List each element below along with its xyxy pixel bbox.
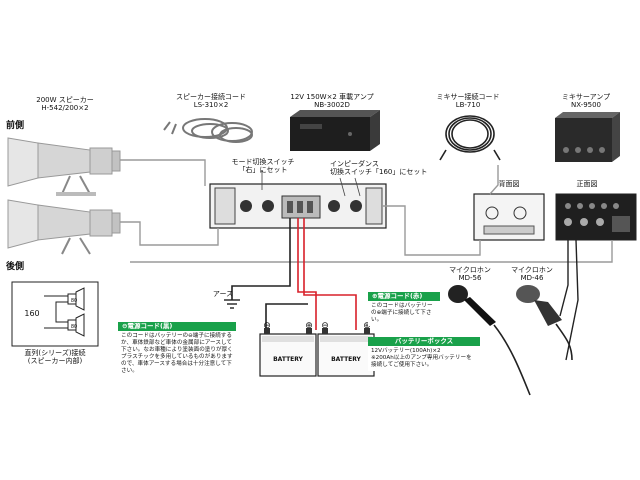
battery-text-1: BATTERY bbox=[273, 356, 303, 363]
amplifier-icon bbox=[290, 110, 380, 151]
battery-spec-line3: 接続してご使用下さい。 bbox=[371, 362, 433, 368]
battery-box-title: バッテリーボックス bbox=[368, 337, 480, 346]
mixer-cord-icon bbox=[439, 115, 501, 161]
battery1-plus: ⊕ bbox=[305, 321, 313, 331]
mixer-label: ミキサーアンプ NX-9500 bbox=[548, 93, 624, 109]
coil-value-1: 80 bbox=[70, 298, 78, 304]
amp-label-line1: 12V 150W×2 車載アンプ bbox=[290, 93, 374, 101]
rear-speaker-icon bbox=[7, 199, 121, 255]
impedance-switch-line2: 切換スイッチ「160」にセット bbox=[330, 168, 428, 176]
impedance-switch-label: インピーダンス 切換スイッチ「160」にセット bbox=[330, 160, 440, 176]
impedance-switch-line1: インピーダンス bbox=[330, 160, 379, 168]
speaker-label-line1: 200W スピーカー bbox=[36, 96, 94, 104]
mixer-cord-label-line2: LB-710 bbox=[455, 101, 481, 109]
callout-lines bbox=[261, 170, 361, 197]
mixer-icon bbox=[555, 112, 620, 162]
mode-switch-line2: 「右」にセット bbox=[238, 166, 288, 174]
battery-spec: 12Vバッテリー(100Ah)×2 ※200Ah以上のアンプ専用バッテリーを 接… bbox=[368, 346, 480, 371]
positive-cord-body: このコードはバッテリーの⊕端子に接続して下さい。 bbox=[371, 303, 433, 323]
speaker-label-line2: H-542/200×2 bbox=[41, 104, 89, 112]
mixer-label-line2: NX-9500 bbox=[570, 101, 602, 109]
battery-text-2: BATTERY bbox=[331, 356, 361, 363]
earth-label: アース bbox=[212, 290, 234, 298]
mic2-label: マイクロホン MD-46 bbox=[506, 266, 558, 282]
series-caption: 直列(シリーズ)接続 (スピーカー内部) bbox=[10, 349, 100, 365]
mic1-label-line2: MD-56 bbox=[458, 274, 482, 282]
speaker-cord-label-line2: LS-310×2 bbox=[193, 101, 229, 109]
negative-cord-body: このコードはバッテリーの⊖端子に接続するか、車体鉄部など車体の金属部にアースして… bbox=[121, 333, 233, 374]
mode-switch-line1: モード切換スイッチ bbox=[231, 158, 295, 166]
battery-spec-line1: 12Vバッテリー(100Ah)×2 bbox=[371, 348, 441, 354]
mixer-label-line1: ミキサーアンプ bbox=[561, 93, 611, 101]
mixer-cord-label: ミキサー接続コード LB-710 bbox=[428, 93, 508, 109]
negative-cord-title: ⊖電源コード(黒) bbox=[118, 322, 236, 331]
amp-label: 12V 150W×2 車載アンプ NB-3002D bbox=[282, 93, 382, 109]
mic-md46-icon bbox=[516, 285, 573, 361]
mixer-front-panel bbox=[555, 193, 637, 241]
battery-box-note: バッテリーボックス 12Vバッテリー(100Ah)×2 ※200Ah以上のアンプ… bbox=[368, 337, 480, 371]
positive-cord-title: ⊕電源コード(赤) bbox=[368, 292, 440, 301]
front-speaker-icon bbox=[7, 137, 121, 196]
battery-icon-1 bbox=[259, 328, 317, 377]
amp-rear-panel bbox=[209, 183, 387, 229]
mixer-cord-label-line1: ミキサー接続コード bbox=[436, 93, 500, 101]
earth-icon bbox=[224, 299, 240, 309]
speaker-cord-icon bbox=[163, 118, 253, 143]
mixer-back-panel bbox=[473, 193, 545, 241]
negative-cord-note: ⊖電源コード(黒) このコードはバッテリーの⊖端子に接続するか、車体鉄部など車体… bbox=[118, 322, 236, 377]
mode-switch-label: モード切換スイッチ 「右」にセット bbox=[228, 158, 298, 174]
battery-spec-line2: ※200Ah以上のアンプ専用バッテリーを bbox=[371, 355, 472, 361]
battery-icon-2 bbox=[317, 328, 375, 377]
mic-md56-icon bbox=[448, 285, 531, 396]
mic-cables bbox=[559, 239, 579, 361]
rear-label: 後側 bbox=[6, 262, 25, 272]
battery2-minus: ⊖ bbox=[321, 321, 329, 331]
series-connection-diagram bbox=[11, 281, 99, 347]
mic2-label-line2: MD-46 bbox=[520, 274, 544, 282]
series-value: 160 bbox=[24, 309, 40, 318]
amp-label-line2: NB-3002D bbox=[314, 101, 350, 109]
mic1-label: マイクロホン MD-56 bbox=[444, 266, 496, 282]
mic2-label-line1: マイクロホン bbox=[511, 266, 553, 274]
positive-cord-note: ⊕電源コード(赤) このコードはバッテリーの⊕端子に接続して下さい。 bbox=[368, 292, 440, 326]
power-wires bbox=[231, 218, 357, 330]
mixer-front-label: 正面図 bbox=[576, 180, 598, 188]
battery1-minus: ⊖ bbox=[263, 321, 271, 331]
coil-value-2: 80 bbox=[70, 324, 78, 330]
mixer-back-label: 背面図 bbox=[498, 180, 520, 188]
speaker-cord-label: スピーカー接続コード LS-310×2 bbox=[168, 93, 254, 109]
battery2-plus: ⊕ bbox=[363, 321, 371, 331]
series-caption-line2: (スピーカー内部) bbox=[27, 357, 83, 365]
speaker-label: 200W スピーカー H-542/200×2 bbox=[20, 96, 110, 112]
speaker-cord-label-line1: スピーカー接続コード bbox=[176, 93, 246, 101]
series-caption-line1: 直列(シリーズ)接続 bbox=[24, 349, 86, 357]
mic1-label-line1: マイクロホン bbox=[449, 266, 491, 274]
front-label: 前側 bbox=[6, 121, 25, 131]
